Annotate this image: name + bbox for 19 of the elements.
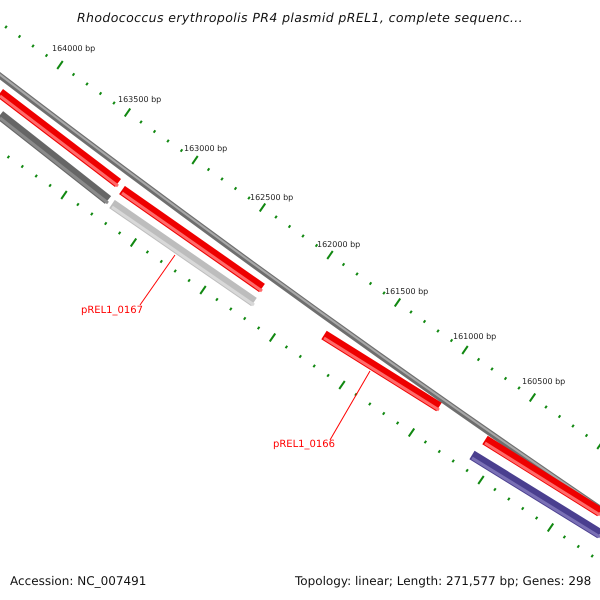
- gene-label: pREL1_0167: [81, 305, 143, 316]
- footer-text: Accession: NC_007491: [10, 575, 146, 588]
- gene-arrow: [321, 330, 442, 412]
- leader-line: [140, 254, 176, 306]
- tick-label: 162000 bp: [317, 241, 360, 250]
- leader-line: [330, 370, 370, 440]
- map-title: Rhodococcus erythropolis PR4 plasmid pREL1, complete sequenc...: [76, 11, 524, 25]
- gene-arrow: [469, 450, 600, 538]
- gene-arrow: [109, 200, 257, 306]
- tick-label: 164000 bp: [52, 45, 96, 54]
- tick-label: 162500 bp: [250, 194, 294, 203]
- gene-arrow: [0, 111, 112, 204]
- footer-text: Topology: linear; Length: 271,577 bp; Genes: 298: [295, 575, 592, 588]
- gene-label: pREL1_0166: [273, 439, 335, 450]
- tick-label: 160500 bp: [522, 378, 566, 387]
- tick-label: 161500 bp: [385, 288, 428, 297]
- tick-label: 163000 bp: [184, 145, 228, 154]
- tick-label: 163500 bp: [118, 96, 162, 105]
- tick-label: 161000 bp: [453, 333, 496, 342]
